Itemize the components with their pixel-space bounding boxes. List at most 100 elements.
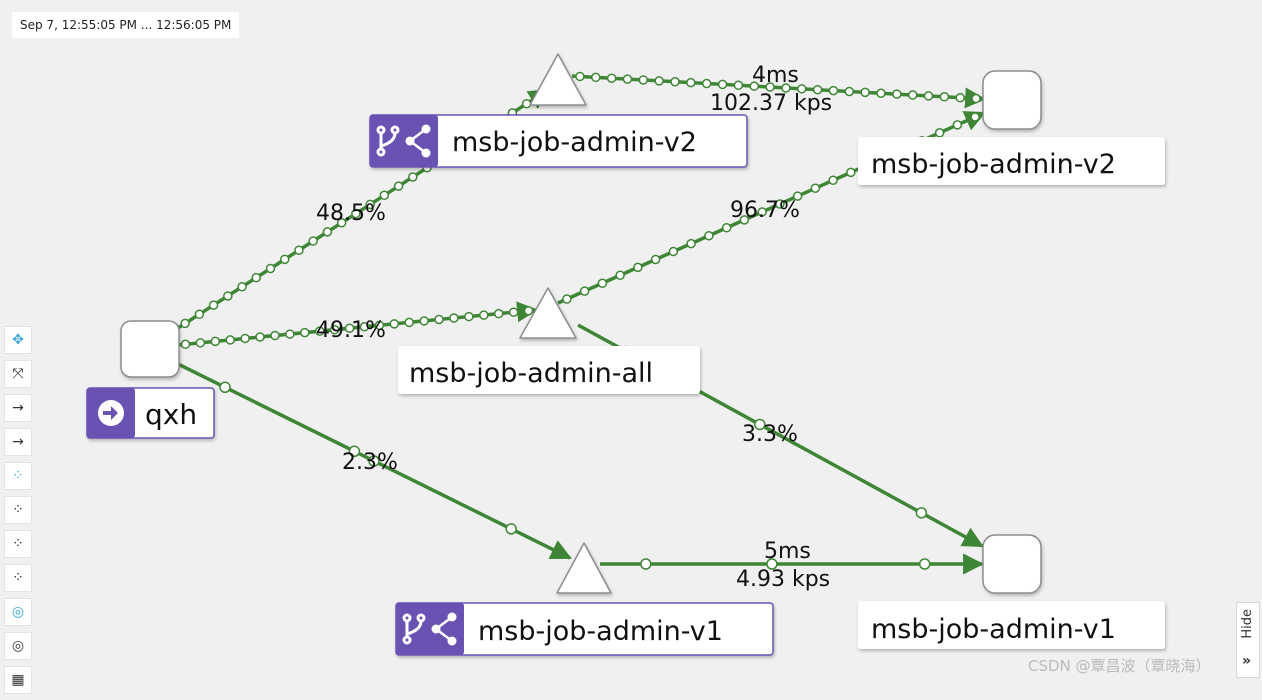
edge-label-qxh-all: 49.1% [316, 318, 386, 343]
traffic-particles [180, 71, 981, 570]
edge-qxh-to-all[interactable] [177, 301, 539, 347]
traffic-dot [668, 246, 679, 257]
edge-labels: 48.5% 49.1% 2.3% 4ms 102.37 kps 96.7% 3.… [316, 63, 832, 592]
node-label-app-v2: msb-job-admin-v2 [452, 127, 697, 158]
label-workload-v1[interactable]: msb-job-admin-v1 [858, 601, 1165, 649]
traffic-dot [701, 78, 712, 89]
traffic-dot [650, 254, 661, 265]
edge-label-v2-rate: 102.37 kps [710, 91, 832, 116]
fit-icon[interactable]: ⤧ [4, 360, 32, 388]
traffic-dot [844, 86, 855, 97]
traffic-dot [670, 77, 680, 87]
traffic-dot [757, 207, 767, 217]
layout-lr-icon-2[interactable]: → [4, 428, 32, 456]
traffic-dot [606, 73, 617, 83]
traffic-dot [828, 85, 839, 96]
layout-cose-icon[interactable]: ⁘ [4, 462, 32, 490]
node-svc-all[interactable] [519, 287, 577, 339]
edge-label-all-wv1: 3.3% [742, 422, 798, 447]
traffic-dot [464, 311, 474, 322]
traffic-dot [749, 81, 759, 91]
label-svc-all[interactable]: msb-job-admin-all [398, 346, 700, 394]
traffic-dot [449, 313, 459, 323]
traffic-dot [939, 92, 950, 102]
edge-label-all-wv2: 96.7% [730, 198, 800, 223]
traffic-dot [389, 319, 400, 329]
share-icon [431, 612, 457, 646]
label-qxh[interactable]: qxh [86, 387, 215, 439]
traffic-dot [876, 88, 886, 98]
traffic-dot [810, 183, 821, 193]
traffic-dot [255, 332, 265, 342]
traffic-dot [615, 270, 625, 281]
layout-dagre-icon[interactable]: ⁘ [4, 530, 32, 558]
traffic-dot [374, 320, 385, 331]
node-qxh[interactable] [120, 320, 180, 378]
traffic-dot [314, 326, 325, 336]
layout-grid-icon[interactable]: ⁘ [4, 564, 32, 592]
traffic-dot [365, 199, 375, 210]
hide-label: Hide [1240, 609, 1255, 639]
traffic-dot [521, 98, 532, 109]
traffic-dot [846, 167, 856, 178]
node-label-qxh: qxh [145, 398, 197, 431]
node-workload-v2[interactable] [982, 70, 1042, 130]
hide-panel-toggle[interactable]: Hide » [1236, 602, 1260, 678]
node-label-workload-v1: msb-job-admin-v1 [871, 614, 1116, 645]
label-workload-v2[interactable]: msb-job-admin-v2 [858, 137, 1165, 185]
layout-cola-icon[interactable]: ⁘ [4, 496, 32, 524]
node-svc-v2[interactable] [529, 53, 587, 106]
edge-label-v1-rate: 4.93 kps [736, 567, 830, 592]
watermark: CSDN @覃昌波（覃晓海） [1028, 657, 1211, 675]
arrow-circle-icon [98, 400, 124, 426]
traffic-dot [265, 263, 276, 274]
traffic-dot [591, 72, 601, 83]
traffic-dot [408, 172, 418, 182]
traffic-dot [797, 84, 807, 94]
traffic-dot [923, 91, 934, 101]
traffic-dot [704, 230, 714, 241]
traffic-dot [860, 87, 870, 98]
traffic-dot [579, 286, 590, 296]
edge-label-qxh-v2: 48.5% [316, 201, 386, 226]
traffic-dot [686, 238, 696, 249]
node-svc-v1[interactable] [556, 542, 612, 594]
traffic-dot [329, 324, 340, 335]
traffic-dot [219, 381, 231, 394]
node-label-app-v1: msb-job-admin-v1 [478, 616, 723, 647]
map-icon[interactable]: ▦ [4, 666, 32, 694]
traffic-dot [562, 294, 572, 304]
traffic-dot [955, 92, 965, 103]
traffic-dot [419, 316, 429, 326]
traffic-dot [765, 82, 775, 92]
traffic-dot [640, 558, 652, 570]
namespace-box-icon[interactable]: ◎ [4, 598, 32, 626]
cluster-box-icon[interactable]: ◎ [4, 632, 32, 660]
traffic-dot [393, 181, 404, 191]
traffic-dot [523, 305, 534, 316]
traffic-dot [597, 278, 608, 288]
label-app-v1[interactable]: msb-job-admin-v1 [395, 602, 774, 656]
traffic-dot [739, 215, 750, 225]
traffic-dot [918, 558, 931, 570]
traffic-dot [892, 89, 902, 99]
traffic-dot [194, 309, 205, 320]
share-icon [405, 124, 431, 158]
label-app-v2[interactable]: msb-job-admin-v2 [369, 114, 748, 168]
traffic-dot [180, 318, 190, 329]
traffic-dot [907, 90, 918, 100]
traffic-dot [733, 80, 744, 91]
branch-icon [402, 613, 426, 645]
traffic-dot [300, 327, 310, 338]
traffic-dot [404, 317, 414, 328]
traffic-dot [251, 272, 262, 283]
layout-lr-icon[interactable]: → [4, 394, 32, 422]
traffic-dot [344, 323, 355, 333]
traffic-dot [479, 310, 489, 320]
node-workload-v1[interactable] [982, 534, 1042, 594]
move-icon[interactable]: ✥ [4, 326, 32, 354]
traffic-dot [654, 76, 664, 86]
traffic-dot [717, 79, 728, 90]
traffic-dot [279, 254, 290, 265]
